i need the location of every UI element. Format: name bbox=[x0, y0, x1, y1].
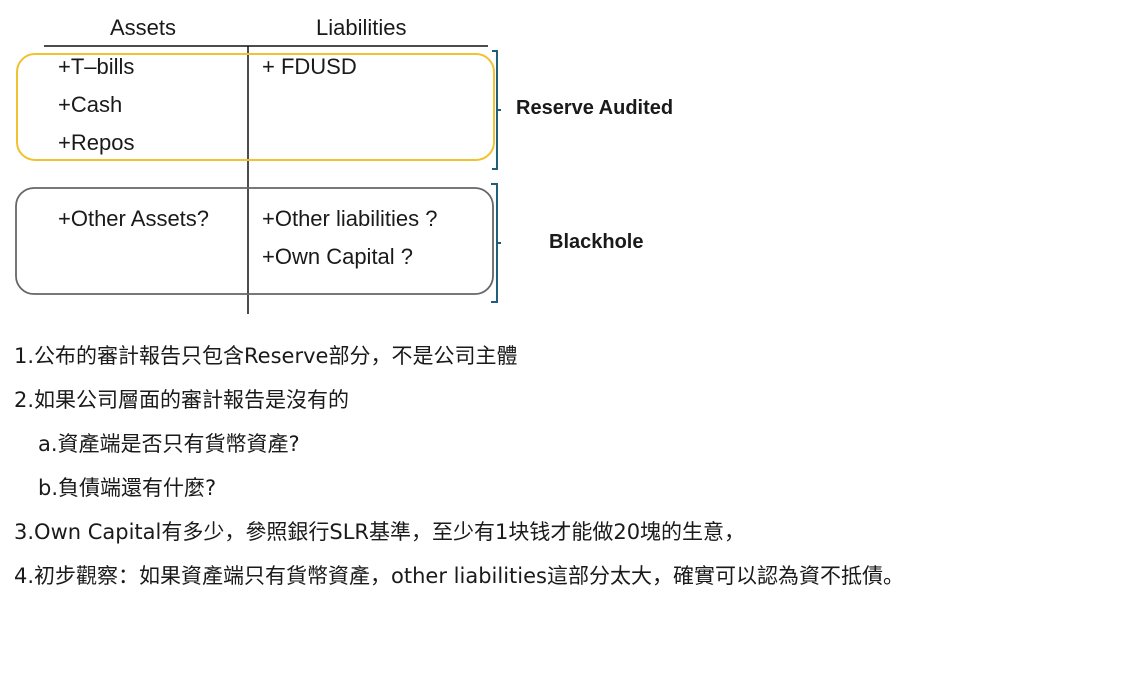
reserve-asset-cash: +Cash bbox=[58, 92, 123, 117]
blackhole-asset-other: +Other Assets? bbox=[58, 206, 210, 231]
note-2a: a.資產端是否只有貨幣資產? bbox=[38, 432, 300, 456]
reserve-asset-repos: +Repos bbox=[58, 130, 135, 155]
assets-header: Assets bbox=[110, 15, 177, 40]
note-2b: b.負債端還有什麼? bbox=[38, 476, 217, 500]
note-2: 2.如果公司層面的審計報告是沒有的 bbox=[14, 388, 350, 412]
note-4: 4.初步觀察：如果資產端只有貨幣資產，other liabilities這部分太… bbox=[14, 564, 904, 588]
reserve-bracket bbox=[492, 50, 501, 170]
blackhole-label: Blackhole bbox=[549, 231, 644, 253]
reserve-audited-label: Reserve Audited bbox=[516, 97, 674, 119]
note-1: 1.公布的審計報告只包含Reserve部分，不是公司主體 bbox=[14, 344, 518, 368]
blackhole-liability-other: +Other liabilities ? bbox=[262, 206, 438, 231]
reserve-asset-tbills: +T–bills bbox=[58, 54, 135, 79]
reserve-liability-fdusd: + FDUSD bbox=[262, 54, 357, 79]
blackhole-group-box bbox=[15, 187, 494, 295]
reserve-group-box bbox=[16, 53, 495, 161]
liabilities-header: Liabilities bbox=[316, 15, 407, 40]
blackhole-liability-own-capital: +Own Capital ? bbox=[262, 244, 414, 269]
blackhole-bracket bbox=[491, 183, 501, 303]
note-3: 3.Own Capital有多少，參照銀行SLR基準，至少有1块钱才能做20塊的… bbox=[14, 520, 746, 544]
